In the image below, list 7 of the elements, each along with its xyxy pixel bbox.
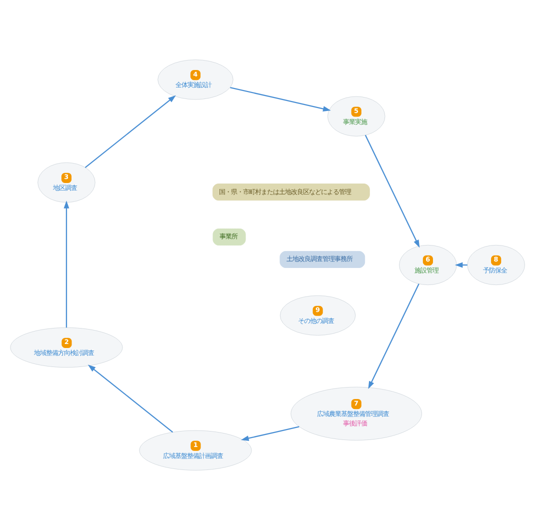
arrow — [88, 364, 174, 433]
arrow — [240, 426, 300, 441]
arrow — [230, 86, 331, 112]
arrow — [368, 284, 420, 390]
arrow — [364, 134, 420, 248]
arrow — [84, 95, 176, 168]
arrow — [64, 200, 70, 328]
